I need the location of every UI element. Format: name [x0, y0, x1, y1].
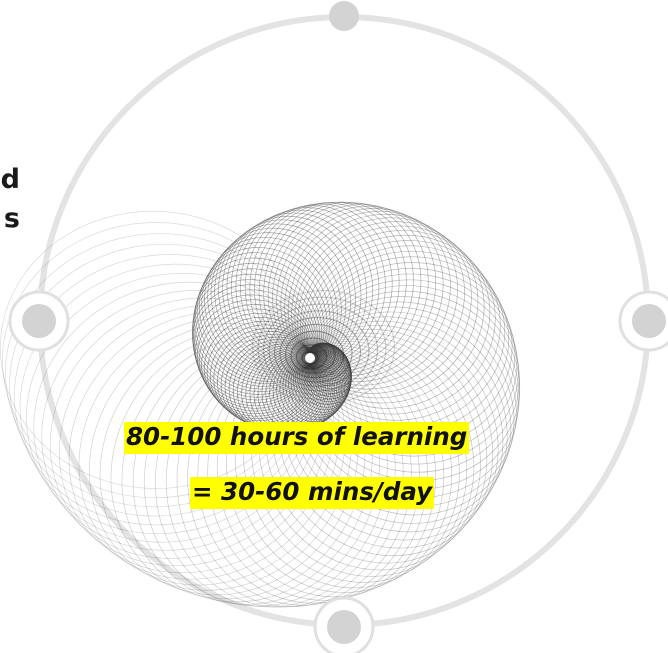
ring-node-left — [8, 290, 70, 352]
left-text-fragment-1: d — [0, 166, 20, 193]
ring-node-bottom — [313, 596, 375, 653]
ring-node-top — [329, 1, 359, 31]
ring-node-right — [618, 290, 668, 352]
callout-hours-line: 80-100 hours of learning — [124, 422, 470, 454]
left-text-fragment-2: s — [3, 205, 20, 232]
callout-minutes-line: = 30-60 mins/day — [190, 477, 435, 509]
spiral-line-art — [0, 201, 521, 608]
